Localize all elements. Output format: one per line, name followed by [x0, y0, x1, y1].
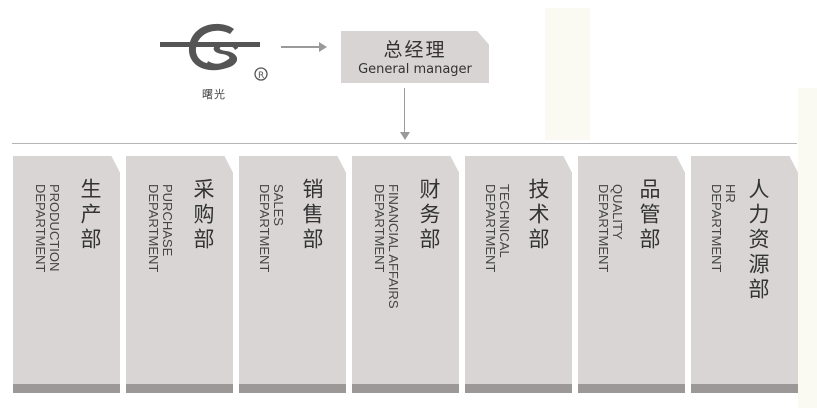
department-box-hr: 人力资源部 HR DEPARTMENT	[691, 156, 798, 393]
department-name-zh: 销售部	[300, 178, 324, 253]
department-box-sales: 销售部 SALES DEPARTMENT	[239, 156, 346, 393]
department-footer-bar	[691, 384, 798, 393]
divider-line	[12, 143, 797, 144]
department-footer-bar	[13, 384, 120, 393]
department-name-en: QUALITY DEPARTMENT	[596, 184, 625, 273]
department-name-en: HR DEPARTMENT	[709, 184, 738, 273]
department-name-en: PURCHASE DEPARTMENT	[146, 184, 175, 273]
department-footer-bar	[239, 384, 346, 393]
department-footer-bar	[126, 384, 233, 393]
logo-brand-text: 曙光	[202, 88, 226, 101]
background-band	[798, 88, 817, 408]
background-band	[545, 8, 590, 140]
department-name-zh: 生产部	[78, 178, 102, 253]
company-logo: R	[160, 22, 270, 92]
general-manager-title-zh: 总经理	[383, 39, 447, 61]
logo-mark-icon: R	[160, 23, 268, 81]
department-box-technical: 技术部 TECHNICAL DEPARTMENT	[465, 156, 572, 393]
department-name-zh: 采购部	[191, 178, 215, 253]
department-name-en: TECHNICAL DEPARTMENT	[483, 184, 512, 273]
department-box-quality: 品管部 QUALITY DEPARTMENT	[578, 156, 685, 393]
department-footer-bar	[465, 384, 572, 393]
department-name-en: PRODUCTION DEPARTMENT	[33, 184, 62, 273]
general-manager-box: 总经理 General manager	[341, 31, 489, 83]
department-name-zh: 人力资源部	[746, 178, 770, 303]
department-name-zh: 技术部	[526, 178, 550, 253]
connector-line	[404, 88, 405, 134]
general-manager-title-en: General manager	[358, 62, 472, 77]
department-name-zh: 财务部	[417, 178, 441, 253]
department-name-zh: 品管部	[637, 178, 661, 253]
connector-arrowhead	[400, 132, 410, 140]
department-name-en: FINANCIAL AFFAIRS DEPARTMENT	[372, 184, 401, 309]
department-footer-bar	[352, 384, 459, 393]
department-box-finance: 财务部 FINANCIAL AFFAIRS DEPARTMENT	[352, 156, 459, 393]
svg-text:R: R	[258, 71, 264, 81]
connector-arrow	[281, 42, 327, 52]
department-footer-bar	[578, 384, 685, 393]
department-box-purchase: 采购部 PURCHASE DEPARTMENT	[126, 156, 233, 393]
department-box-production: 生产部 PRODUCTION DEPARTMENT	[13, 156, 120, 393]
department-name-en: SALES DEPARTMENT	[257, 184, 286, 273]
